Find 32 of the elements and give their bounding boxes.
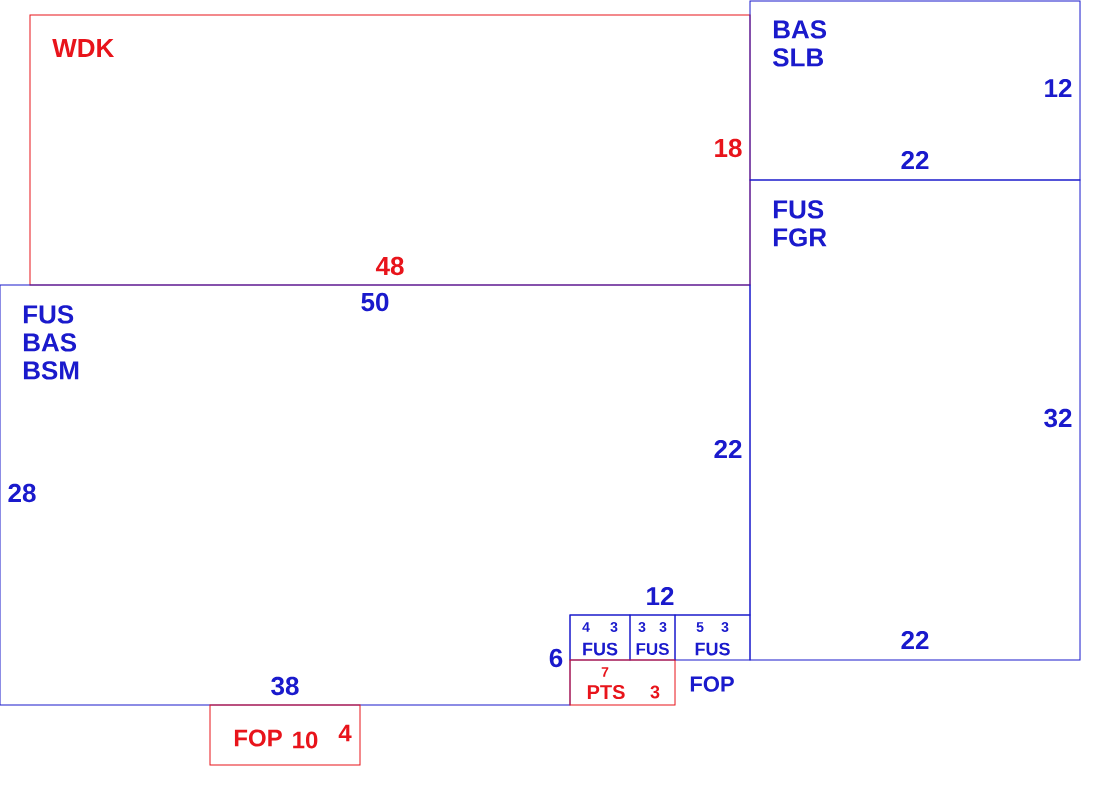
dimension-label: 22 [901,630,929,650]
dimension-label: 4 [338,724,352,742]
dimension-label: 3 [610,622,618,632]
dimension-label: 28 [8,483,36,503]
room-name: FOP [234,729,282,747]
dimension-label: 32 [1044,408,1072,428]
room-name: FUS [583,642,618,656]
room-name: FUS BAS BSM [23,305,79,380]
room-name: FOP [690,676,734,692]
dimension-label: 5 [696,622,704,632]
dimension-label: 3 [650,685,660,699]
dimension-label: 22 [901,150,929,170]
dimension-label: 4 [582,622,590,632]
room-name: FUS FGR [773,200,827,247]
dimension-label: 22 [714,439,742,459]
dimension-label: 3 [638,622,646,632]
dimension-label: 7 [601,667,609,677]
dimension-label: 10 [293,731,318,749]
room-name: FUS [636,643,669,656]
dimension-label: 48 [375,256,404,276]
dimension-label: 12 [647,586,674,606]
dimension-label: 3 [721,622,729,632]
dimension-label: 12 [1045,78,1072,98]
dimension-label: 6 [549,648,563,668]
room-name: FUS [695,642,730,656]
dimension-label: 3 [659,622,667,632]
dimension-label: 18 [715,138,742,158]
room-name: PTS [587,684,625,700]
room-name: WDK [52,39,115,57]
dimension-label: 50 [361,292,389,312]
dimension-label: 38 [271,676,299,696]
room-name: BAS SLB [772,20,827,67]
